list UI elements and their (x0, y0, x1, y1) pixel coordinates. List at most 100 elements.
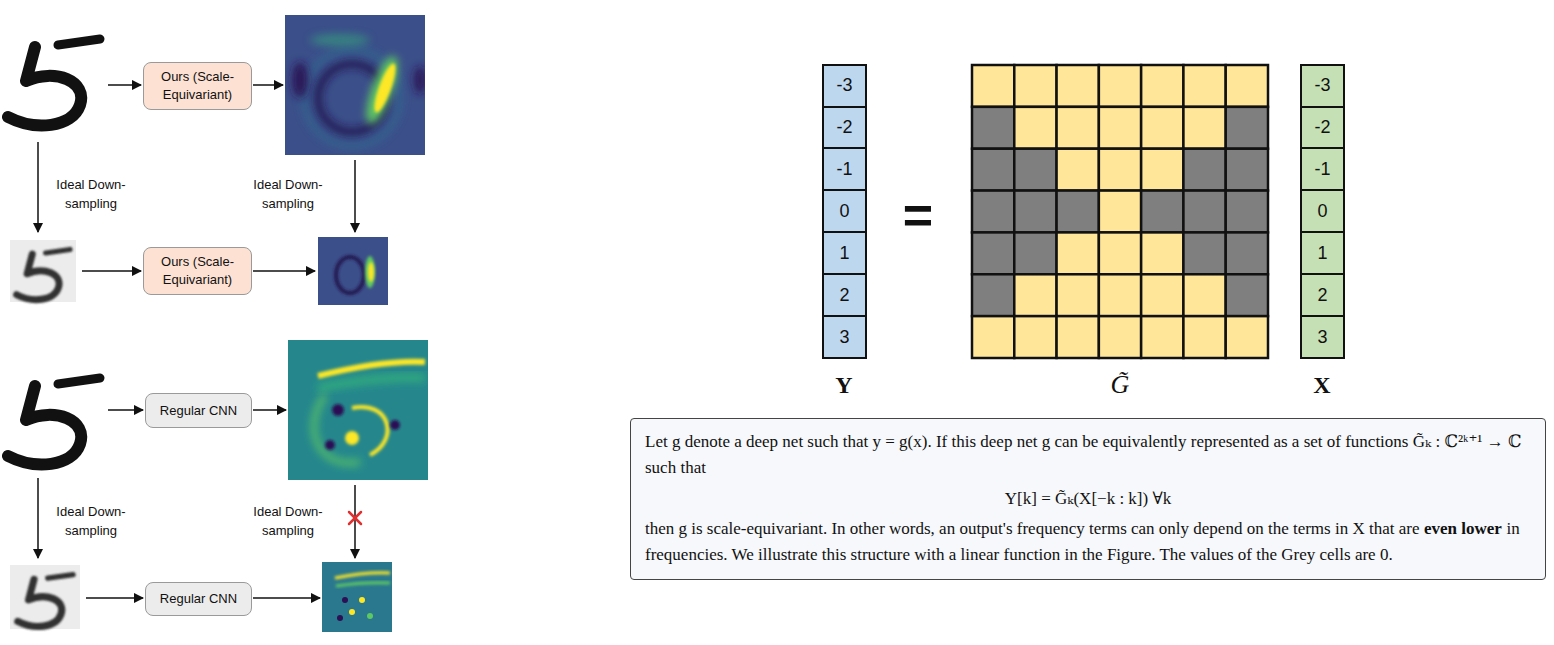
vector-cell: 3 (1300, 315, 1345, 359)
matrix-cell (1226, 65, 1268, 107)
matrix-cell (1141, 232, 1183, 274)
matrix-cell (1014, 65, 1056, 107)
matrix-cell (972, 191, 1014, 233)
matrix-cell (1057, 65, 1099, 107)
matrix-cell (1014, 232, 1056, 274)
box-label: Regular CNN (160, 402, 237, 420)
matrix-cell (1099, 191, 1141, 233)
matrix-cell (1099, 149, 1141, 191)
matrix-cell (1183, 316, 1225, 358)
vector-cell: 0 (822, 189, 867, 233)
cell-value: 3 (839, 327, 849, 348)
matrix-cell (1141, 316, 1183, 358)
matrix-cell (1057, 316, 1099, 358)
matrix-cell (1141, 149, 1183, 191)
caption-text: Let g denote a deep net such that y = g(… (645, 429, 1531, 482)
matrix-cell (972, 274, 1014, 316)
cell-value: 2 (1317, 285, 1327, 306)
matrix-cell (1057, 191, 1099, 233)
matrix-cell (1183, 107, 1225, 149)
process-box: Ours (Scale-Equivariant) (143, 62, 252, 110)
matrix-cell (1226, 232, 1268, 274)
process-box: Ours (Scale-Equivariant) (143, 247, 252, 295)
vector-cell: -3 (1300, 64, 1345, 108)
caption-box: Let g denote a deep net such that y = g(… (630, 418, 1546, 580)
feature-map-small (322, 562, 392, 632)
cell-value: -1 (1314, 159, 1330, 180)
matrix-cell (1183, 191, 1225, 233)
cell-value: 0 (839, 201, 849, 222)
digit-image-small (10, 240, 76, 302)
feature-map (288, 340, 428, 480)
feature-map (285, 15, 425, 155)
emphasis-text: even lower (1424, 519, 1502, 538)
matrix-cell (1099, 107, 1141, 149)
equation: Y[k] = G̃ₖ(X[−k : k]) ∀k (645, 486, 1531, 512)
equals-sign: = (888, 178, 948, 253)
vector-name: X (1292, 368, 1352, 403)
box-label: Ours (Scale-Equivariant) (150, 68, 245, 103)
matrix-cell (1057, 232, 1099, 274)
matrix-cell (972, 149, 1014, 191)
matrix-name: G̃ (1090, 366, 1150, 404)
matrix-cell (1226, 191, 1268, 233)
matrix-cell (1141, 65, 1183, 107)
matrix-cell (1099, 232, 1141, 274)
vector-cell: 1 (822, 231, 867, 275)
matrix-cell (1226, 107, 1268, 149)
arrow (38, 85, 355, 598)
cell-value: -3 (1314, 75, 1330, 96)
digit-image (8, 39, 100, 125)
down-label: Ideal Down-sampling (240, 176, 336, 214)
cell-value: 1 (1317, 243, 1327, 264)
vector-cell: 3 (822, 315, 867, 359)
matrix-cell (1057, 149, 1099, 191)
box-label: Ours (Scale-Equivariant) (150, 253, 245, 288)
cell-value: 0 (1317, 201, 1327, 222)
vector-cell: 2 (1300, 273, 1345, 317)
feature-map-small (318, 237, 388, 305)
vector-cell: -2 (1300, 106, 1345, 150)
digit-image (8, 378, 100, 464)
cell-value: -3 (836, 75, 852, 96)
vector-cell: 0 (1300, 189, 1345, 233)
matrix-cell (1226, 149, 1268, 191)
caption-text: then g is scale-equivariant. In other wo… (645, 519, 1419, 538)
matrix-cell (1183, 232, 1225, 274)
matrix-cell (1141, 274, 1183, 316)
box-label: Regular CNN (160, 590, 237, 608)
matrix-cell (972, 65, 1014, 107)
matrix-cell (1141, 107, 1183, 149)
vector-cell: -1 (1300, 147, 1345, 191)
matrix-cell (1183, 65, 1225, 107)
matrix-cell (1014, 107, 1056, 149)
vector-cell: -2 (822, 106, 867, 150)
matrix-cell (1099, 274, 1141, 316)
matrix-cell (1226, 316, 1268, 358)
matrix-cell (1226, 274, 1268, 316)
matrix-cell (1057, 107, 1099, 149)
vector-cell: 2 (822, 273, 867, 317)
down-label: Ideal Down-sampling (240, 503, 336, 541)
matrix-cell (1014, 191, 1056, 233)
process-box: Regular CNN (145, 393, 252, 428)
cell-value: 3 (1317, 327, 1327, 348)
cell-value: -2 (1314, 117, 1330, 138)
vector-cell: -1 (822, 147, 867, 191)
matrix-cell (972, 107, 1014, 149)
matrix-cell (1099, 316, 1141, 358)
digit-image-small (10, 565, 80, 629)
down-label: Ideal Down-sampling (43, 176, 139, 214)
matrix-cell (1057, 274, 1099, 316)
down-label: Ideal Down-sampling (43, 503, 139, 541)
cross-mark (349, 512, 361, 524)
cell-value: 2 (839, 285, 849, 306)
vector-name: Y (814, 368, 874, 403)
process-box: Regular CNN (145, 582, 252, 616)
matrix-cell (972, 232, 1014, 274)
cell-value: 1 (839, 243, 849, 264)
matrix-cell (1099, 65, 1141, 107)
matrix-cell (1014, 149, 1056, 191)
matrix-cell (1183, 274, 1225, 316)
cell-value: -1 (836, 159, 852, 180)
